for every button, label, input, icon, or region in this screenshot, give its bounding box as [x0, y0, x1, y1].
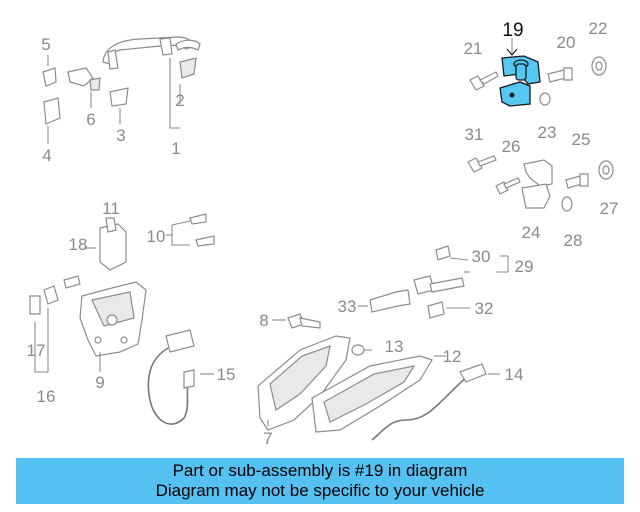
callout-1: 1	[171, 139, 180, 158]
callout-23: 23	[538, 123, 557, 142]
callout-24: 24	[522, 223, 541, 242]
callout-9: 9	[95, 373, 104, 392]
callout-33: 33	[338, 297, 357, 316]
caption-line-2: Diagram may not be specific to your vehi…	[155, 481, 485, 500]
callout-6: 6	[86, 110, 95, 129]
callout-30: 30	[472, 247, 491, 266]
callout-13: 13	[385, 337, 404, 356]
callout-22: 22	[589, 19, 608, 38]
callout-8: 8	[259, 311, 268, 330]
callout-25: 25	[572, 130, 591, 149]
lock-assembly	[29, 213, 215, 373]
caption-line-1: Part or sub-assembly is #19 in diagram	[172, 461, 468, 480]
hinge-assembly	[467, 38, 614, 212]
callout-32: 32	[475, 299, 494, 318]
callout-26: 26	[502, 137, 521, 156]
callout-17: 17	[27, 341, 46, 360]
callout-2: 2	[175, 91, 184, 110]
callout-5: 5	[41, 35, 50, 54]
diagram-caption-banner: Part or sub-assembly is #19 in diagram D…	[16, 458, 624, 504]
callout-15: 15	[217, 365, 236, 384]
callout-18: 18	[69, 235, 88, 254]
callout-29: 29	[515, 257, 534, 276]
callout-10: 10	[147, 227, 166, 246]
callout-19: 19	[502, 20, 523, 41]
callout-3: 3	[116, 126, 125, 145]
callout-7: 7	[263, 429, 272, 448]
part-19-door-hinge[interactable]	[499, 55, 541, 107]
callout-11: 11	[102, 199, 120, 218]
callout-16: 16	[37, 387, 56, 406]
callout-20: 20	[557, 33, 576, 52]
callout-14: 14	[505, 365, 524, 384]
callout-28: 28	[564, 231, 583, 250]
callout-31: 31	[465, 125, 484, 144]
callout-21: 21	[464, 39, 483, 58]
inside-handle-assembly	[257, 245, 509, 433]
callout-12: 12	[443, 347, 462, 366]
outside-handle-assembly	[42, 36, 201, 144]
callout-4: 4	[42, 146, 51, 165]
callout-27: 27	[600, 199, 619, 218]
cable-assembly	[147, 329, 500, 441]
